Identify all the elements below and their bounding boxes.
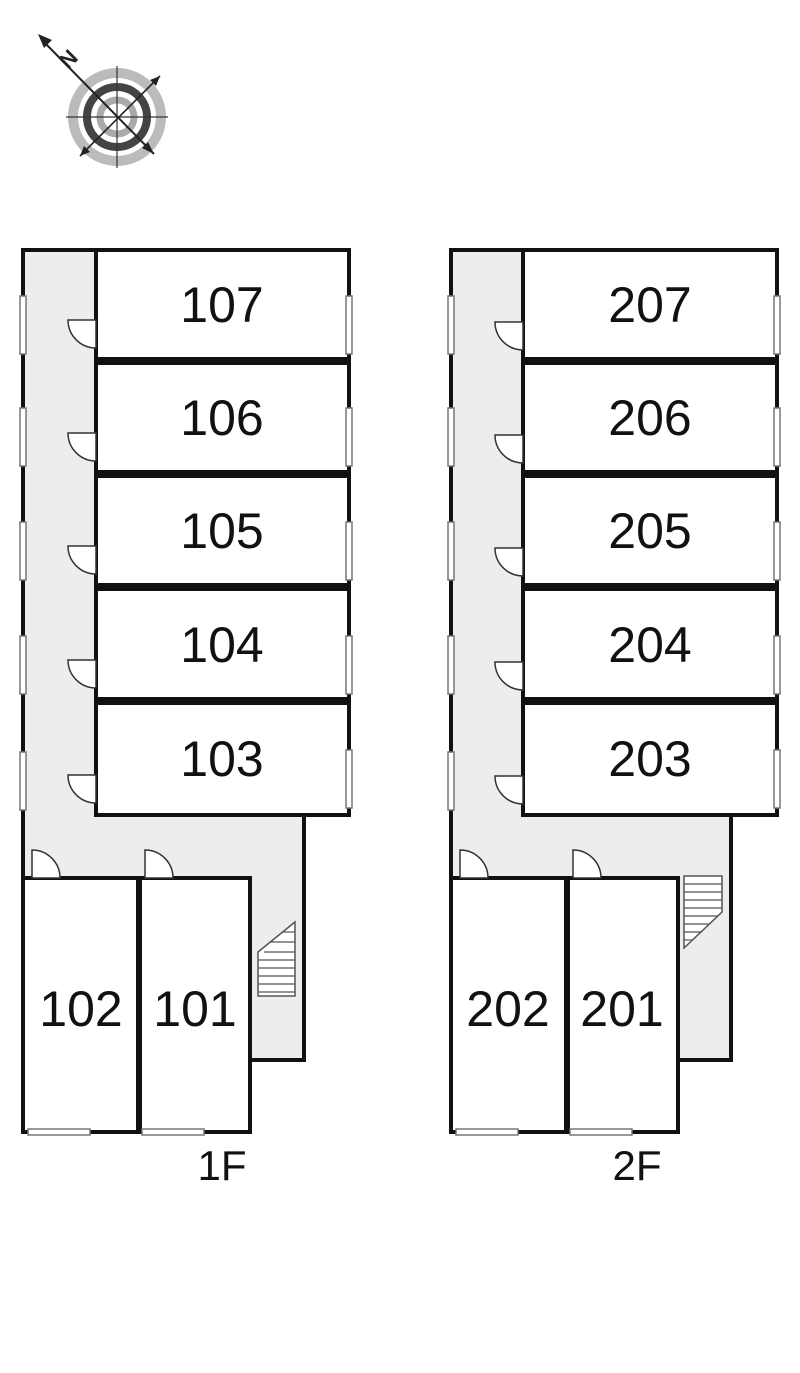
room-103	[94, 701, 351, 817]
floor-label-2f: 2F	[612, 1142, 661, 1189]
door-icons-2f	[459, 321, 602, 879]
floor-1f: 107 106 105 104 103 102 101 1F	[19, 248, 353, 1189]
room-label-204: 204	[608, 617, 691, 673]
floor-label-1f: 1F	[197, 1142, 246, 1189]
room-label-104: 104	[180, 617, 263, 673]
compass-icon: N	[38, 34, 168, 168]
room-101	[138, 876, 252, 1134]
staircase-icon-1f	[257, 920, 296, 997]
room-label-106: 106	[180, 390, 263, 446]
room-label-102: 102	[39, 981, 122, 1037]
room-label-201: 201	[580, 981, 663, 1037]
room-204	[521, 587, 779, 701]
room-label-103: 103	[180, 731, 263, 787]
window-icons-2f	[447, 295, 781, 1136]
room-label-203: 203	[608, 731, 691, 787]
room-label-205: 205	[608, 503, 691, 559]
staircase-icon-2f	[683, 875, 723, 950]
door-icons-1f	[31, 319, 174, 879]
room-label-107: 107	[180, 277, 263, 333]
room-102	[21, 876, 140, 1134]
room-203	[521, 701, 779, 817]
room-label-101: 101	[153, 981, 236, 1037]
room-206	[521, 361, 779, 474]
window-icons-1f	[19, 295, 353, 1136]
room-label-202: 202	[466, 981, 549, 1037]
room-label-207: 207	[608, 277, 691, 333]
room-201	[566, 876, 680, 1134]
room-202	[449, 876, 568, 1134]
floor-2f: 207 206 205 204 203 202 201 2F	[447, 248, 781, 1189]
room-205	[521, 474, 779, 587]
room-107	[94, 248, 351, 361]
room-label-206: 206	[608, 390, 691, 446]
room-label-105: 105	[180, 503, 263, 559]
compass-north-label: N	[54, 45, 83, 74]
